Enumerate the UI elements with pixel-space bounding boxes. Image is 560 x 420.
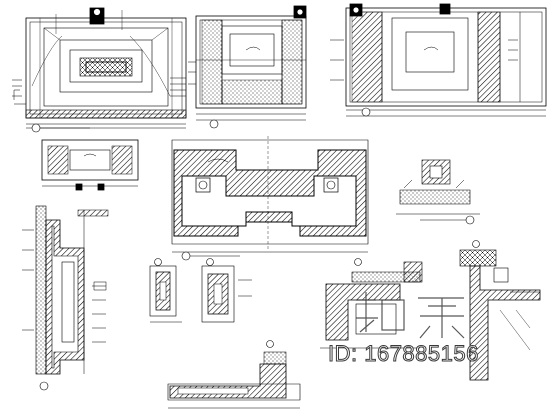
elevation-b	[188, 5, 307, 129]
elevation-a	[12, 7, 187, 133]
plan-section-main	[171, 136, 369, 261]
detail-right-2	[459, 240, 541, 381]
watermark-logo	[356, 292, 465, 339]
detail-small-right	[396, 159, 480, 225]
detail-mid-1	[149, 258, 182, 323]
section-left	[22, 205, 109, 391]
detail-mid-2	[201, 258, 252, 323]
detail-right-1	[320, 258, 423, 349]
elevation-c	[330, 3, 547, 117]
detail-fireplace	[41, 139, 139, 191]
watermark-id: ID: 167885156	[328, 341, 479, 367]
base-section	[167, 340, 301, 409]
